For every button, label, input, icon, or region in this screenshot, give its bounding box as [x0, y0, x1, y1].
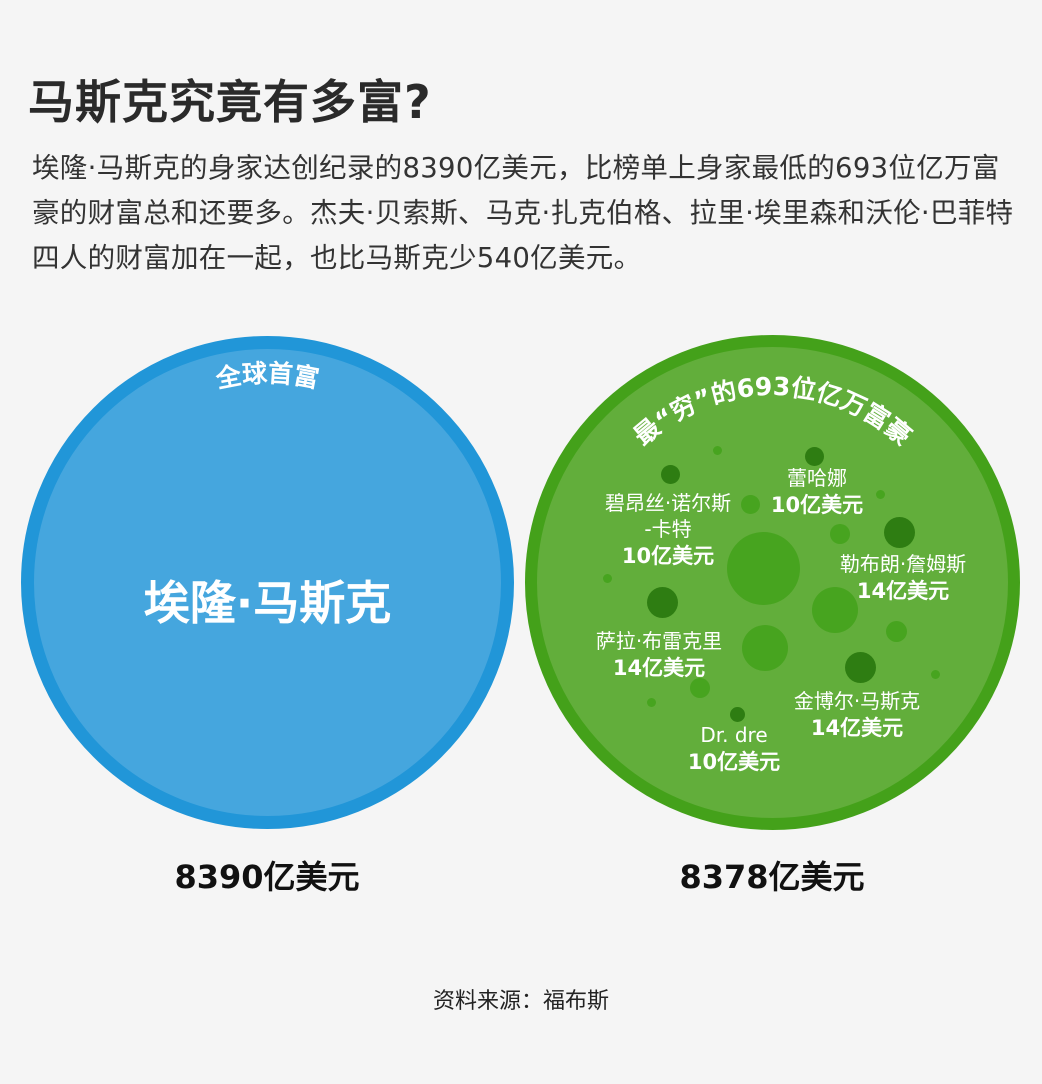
bubble [741, 495, 760, 514]
musk-amount: 8390亿美元 [174, 858, 360, 896]
source-note: 资料来源：福布斯 [432, 989, 609, 1014]
musk-name: 埃隆·马斯克 [143, 576, 392, 630]
page-title: 马斯克究竟有多富? [28, 75, 432, 129]
bubble [845, 652, 876, 683]
arc-label-right: 最“穷”的693位亿万富豪 [628, 372, 917, 451]
bubble [713, 446, 722, 455]
bubble [603, 574, 612, 583]
bubble [647, 587, 678, 618]
intro-paragraph: 埃隆·马斯克的身家达创纪录的8390亿美元，比榜单上身家最低的693位亿万富豪的… [32, 152, 1014, 274]
person-rihanna: 蕾哈娜 10亿美元 [770, 466, 864, 517]
bubble [730, 707, 745, 722]
bubble [876, 490, 885, 499]
person-kimbal-musk: 金博尔·马斯克 14亿美元 [793, 689, 921, 740]
person-lebron: 勒布朗·詹姆斯 14亿美元 [839, 552, 967, 603]
bubble [931, 670, 940, 679]
bubble [884, 517, 915, 548]
bubble [742, 625, 788, 671]
bubble [727, 532, 800, 605]
bubble [805, 447, 824, 466]
svg-text:全球首富: 全球首富 [213, 359, 322, 394]
arc-label-left: 全球首富 [213, 359, 322, 394]
bubble [690, 678, 710, 698]
svg-text:最“穷”的693位亿万富豪: 最“穷”的693位亿万富豪 [628, 372, 917, 451]
person-sara-blakely: 萨拉·布雷克里 14亿美元 [595, 629, 723, 680]
bubble [647, 698, 656, 707]
bubble [886, 621, 907, 642]
person-dr-dre: Dr. dre 10亿美元 [687, 723, 781, 774]
musk-circle: 全球首富 埃隆·马斯克 [21, 336, 514, 829]
billionaires-circle: 最“穷”的693位亿万富豪 蕾哈娜 10亿美元 碧昂丝·诺尔斯 -卡特 10亿美… [525, 335, 1020, 830]
bubble [661, 465, 680, 484]
bubble [830, 524, 850, 544]
person-beyonce: 碧昂丝·诺尔斯 -卡特 10亿美元 [604, 491, 732, 568]
billionaires-amount: 8378亿美元 [679, 858, 865, 896]
bubble [812, 587, 858, 633]
